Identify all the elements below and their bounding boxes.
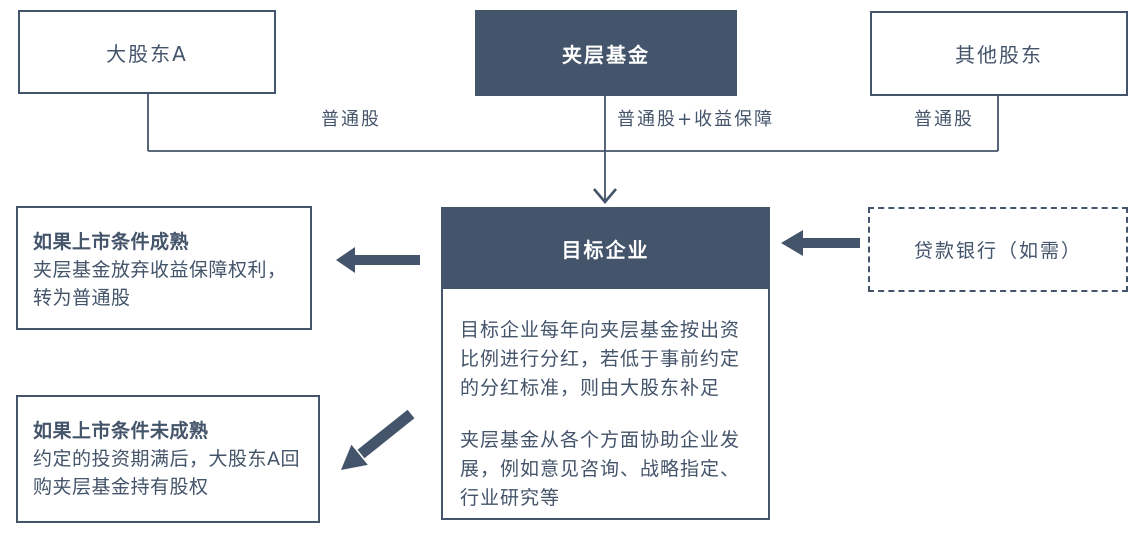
box-mezzanine-fund-label: 夹层基金 bbox=[562, 42, 650, 67]
box-outcome-mature: 如果上市条件成熟 夹层基金放弃收益保障权利，转为普通股 bbox=[16, 206, 312, 330]
edge-label-common-stock-others: 普通股 bbox=[914, 109, 974, 130]
arrow-mezzanine-to-target bbox=[593, 96, 617, 205]
box-loan-bank: 贷款银行（如需） bbox=[868, 207, 1128, 292]
arrow-target-to-outcome-mature bbox=[336, 247, 420, 273]
edge-label-common-stock-a: 普通股 bbox=[321, 109, 381, 130]
outcome-mature-title: 如果上市条件成熟 bbox=[33, 231, 190, 253]
outcome-immature-body: 约定的投资期满后，大股东A回购夹层基金持有股权 bbox=[33, 448, 300, 498]
box-mezzanine-fund: 夹层基金 bbox=[475, 10, 737, 96]
box-other-shareholders: 其他股东 bbox=[870, 11, 1128, 96]
outcome-mature-body: 夹层基金放弃收益保障权利，转为普通股 bbox=[33, 259, 287, 309]
box-target-company-header: 目标企业 bbox=[441, 207, 770, 289]
edge-label-common-stock-plus-guarantee: 普通股+收益保障 bbox=[617, 109, 775, 130]
box-target-company-body: 目标企业每年向夹层基金按出资比例进行分红，若低于事前约定的分红标准，则由大股东补… bbox=[441, 289, 770, 520]
box-other-shareholders-label: 其他股东 bbox=[955, 43, 1043, 67]
target-company-paragraph-support: 夹层基金从各个方面协助企业发展，例如意见咨询、战略指定、行业研究等 bbox=[460, 429, 741, 509]
box-shareholder-a-label: 大股东A bbox=[106, 41, 188, 66]
box-outcome-immature: 如果上市条件未成熟 约定的投资期满后，大股东A回购夹层基金持有股权 bbox=[16, 395, 320, 523]
arrow-target-to-outcome-immature bbox=[341, 409, 415, 470]
outcome-immature-title: 如果上市条件未成熟 bbox=[33, 420, 209, 442]
target-company-paragraph-dividend: 目标企业每年向夹层基金按出资比例进行分红，若低于事前约定的分红标准，则由大股东补… bbox=[460, 319, 741, 399]
box-loan-bank-label: 贷款银行（如需） bbox=[913, 240, 1082, 262]
box-shareholder-a: 大股东A bbox=[18, 10, 276, 94]
box-target-company-title: 目标企业 bbox=[561, 237, 650, 262]
arrow-loanbank-to-target bbox=[781, 230, 860, 256]
